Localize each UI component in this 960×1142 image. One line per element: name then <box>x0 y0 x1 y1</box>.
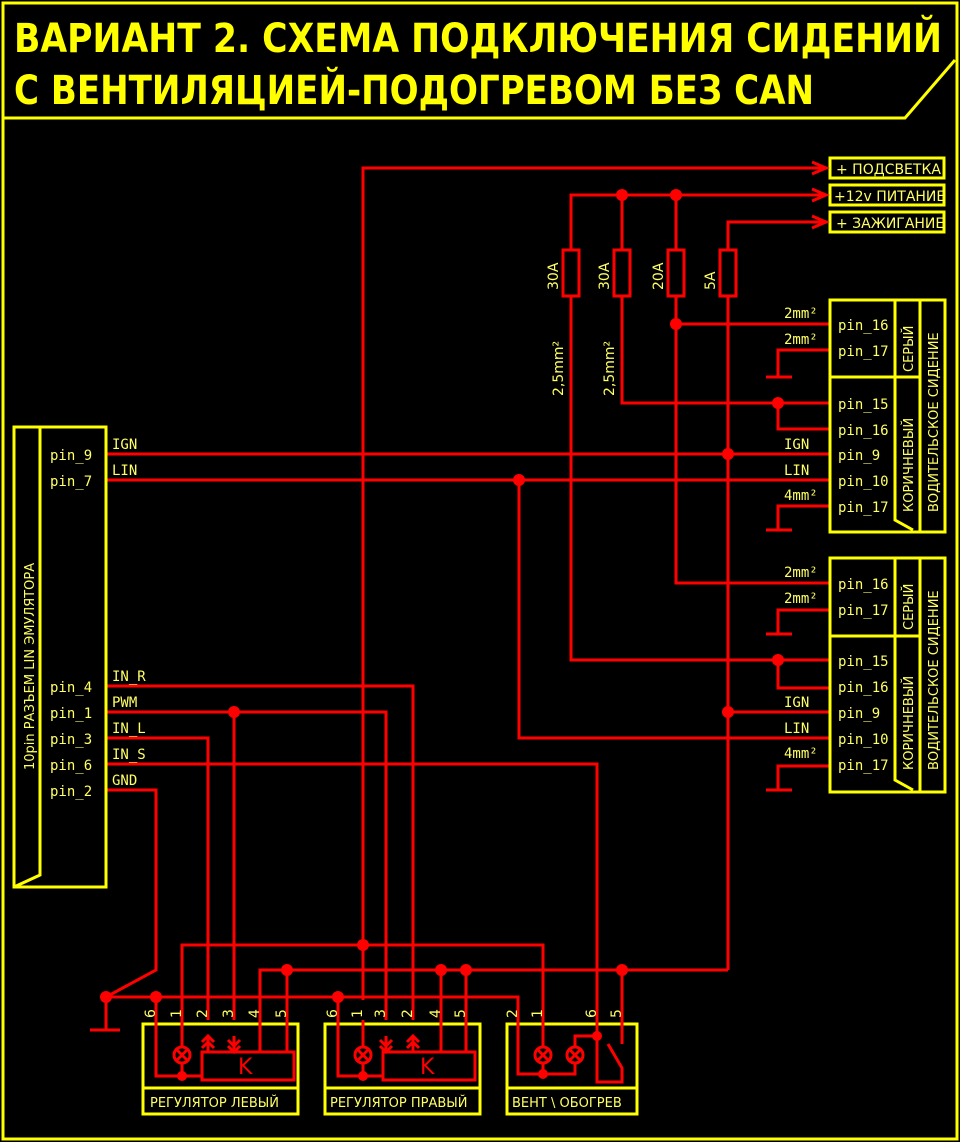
pin-number: 4 <box>428 1009 444 1018</box>
signal-label: LIN <box>112 463 137 479</box>
wire-signal: IGN <box>784 695 809 711</box>
pin-label: pin_10 <box>838 732 889 748</box>
pin-label: pin_9 <box>50 448 92 464</box>
emulator-label: 10pin РАЗЪЕМ LIN ЭМУЛЯТОРА <box>23 563 38 770</box>
pin-label: pin_17 <box>838 344 889 360</box>
signal-label: IN_R <box>112 669 146 685</box>
regulator-left: РЕГУЛЯТОР ЛЕВЫЙ K 6 1 2 3 4 5 <box>141 1009 300 1116</box>
output-box-illumination <box>828 156 946 180</box>
pin-label: pin_4 <box>50 680 92 696</box>
wire-gauge: 2,5mm² <box>551 341 567 396</box>
pin-label: pin_7 <box>50 474 92 490</box>
wire-gauge: 4mm² <box>784 488 818 504</box>
fuse-rating: 30A <box>546 262 562 290</box>
pin-number: 3 <box>373 1009 389 1018</box>
pin-number: 4 <box>247 1009 263 1018</box>
pin-number: 2 <box>400 1009 416 1018</box>
brown-connector-label: КОРИЧНЕВЫЙ <box>901 418 917 512</box>
signal-label: IN_S <box>112 747 146 763</box>
emulator-connector: 10pin РАЗЪЕМ LIN ЭМУЛЯТОРА pin_9 pin_7 p… <box>12 425 146 889</box>
signal-label: GND <box>112 773 137 789</box>
fuse-rating: 30A <box>597 262 613 290</box>
title-line-2: С ВЕНТИЛЯЦИЕЙ-ПОДОГРЕВОМ БЕЗ CAN <box>14 66 814 114</box>
pin-label: pin_15 <box>838 654 889 670</box>
title-frame <box>3 59 957 120</box>
wire-gauge: 4mm² <box>784 746 818 762</box>
seat-connector-2: pin_16 pin_17 pin_15 pin_16 pin_9 pin_10… <box>784 556 947 794</box>
pin-label: pin_16 <box>838 423 889 439</box>
pin-number: 6 <box>584 1009 600 1018</box>
seat-label: ВОДИТЕЛЬСКОЕ СИДЕНИЕ <box>927 332 942 512</box>
regulator-label: РЕГУЛЯТОР ПРАВЫЙ <box>330 1095 467 1111</box>
seat-label: ВОДИТЕЛЬСКОЕ СИДЕНИЕ <box>927 590 942 770</box>
pin-label: pin_17 <box>838 758 889 774</box>
brown-connector-label: КОРИЧНЕВЫЙ <box>901 676 917 770</box>
pin-label: pin_15 <box>838 397 889 413</box>
pin-label: pin_16 <box>838 577 889 593</box>
pin-number: 2 <box>195 1009 211 1018</box>
title-line-1: ВАРИАНТ 2. СХЕМА ПОДКЛЮЧЕНИЯ СИДЕНИЙ <box>14 14 942 62</box>
pin-number: 3 <box>221 1009 237 1018</box>
wire-gauge: 2mm² <box>784 591 818 607</box>
pin-label: pin_17 <box>838 500 889 516</box>
pin-label: pin_6 <box>50 758 92 774</box>
pin-label: pin_3 <box>50 732 92 748</box>
output-box-ignition <box>828 210 946 234</box>
signal-label: IGN <box>112 437 137 453</box>
pin-number: 5 <box>274 1009 290 1018</box>
wire-gauge: 2,5mm² <box>602 341 618 396</box>
output-labels: + ПОДСВЕТКА +12v ПИТАНИЕ + ЗАЖИГАНИЕ <box>811 156 946 234</box>
regulator-right: РЕГУЛЯТОР ПРАВЫЙ K 6 1 3 2 4 5 <box>323 1009 482 1116</box>
signal-label: PWM <box>112 695 137 711</box>
pin-label: pin_2 <box>50 784 92 800</box>
regulator-label: РЕГУЛЯТОР ЛЕВЫЙ <box>150 1095 279 1111</box>
pin-number: 6 <box>325 1009 341 1018</box>
wire-gauge: 2mm² <box>784 565 818 581</box>
pin-label: pin_9 <box>838 706 880 722</box>
relay-label: K <box>420 1055 435 1080</box>
pin-label: pin_17 <box>838 603 889 619</box>
pin-number: 2 <box>505 1009 521 1018</box>
wire-gauge: 2mm² <box>784 332 818 348</box>
output-box-12v <box>828 183 946 207</box>
pin-number: 5 <box>453 1009 469 1018</box>
fuse-labels: 30A 30A 20A 5A 2,5mm² 2,5mm² <box>546 262 719 396</box>
vent-heat-switch: ВЕНТ \ ОБОГРЕВ 2 1 6 5 <box>505 1009 639 1116</box>
fuse-rating: 20A <box>651 262 667 290</box>
output-12v: +12v ПИТАНИЕ <box>834 189 945 205</box>
pin-label: pin_16 <box>838 680 889 696</box>
pin-label: pin_10 <box>838 474 889 490</box>
wire-signal: LIN <box>784 463 809 479</box>
pin-label: pin_1 <box>50 706 92 722</box>
signal-label: IN_L <box>112 721 146 737</box>
output-illumination: + ПОДСВЕТКА <box>836 162 941 178</box>
switch-label: ВЕНТ \ ОБОГРЕВ <box>512 1096 622 1111</box>
wires <box>90 166 830 1032</box>
pin-number: 5 <box>609 1009 625 1018</box>
wire-gauge: 2mm² <box>784 306 818 322</box>
wire-signal: LIN <box>784 721 809 737</box>
junction-dots <box>100 189 784 1003</box>
relay-label: K <box>238 1055 253 1080</box>
pin-number: 1 <box>350 1009 366 1018</box>
wire-signal: IGN <box>784 437 809 453</box>
pin-number: 6 <box>143 1009 159 1018</box>
output-ignition: + ЗАЖИГАНИЕ <box>836 216 944 232</box>
grey-connector-label: СЕРЫЙ <box>901 584 917 630</box>
pin-label: pin_9 <box>838 448 880 464</box>
pin-number: 1 <box>530 1009 546 1018</box>
grey-connector-label: СЕРЫЙ <box>901 326 917 372</box>
pin-number: 1 <box>169 1009 185 1018</box>
pin-label: pin_16 <box>838 318 889 334</box>
seat-connector-1: pin_16 pin_17 pin_15 pin_16 pin_9 pin_10… <box>784 298 947 534</box>
fuse-rating: 5A <box>703 271 719 290</box>
